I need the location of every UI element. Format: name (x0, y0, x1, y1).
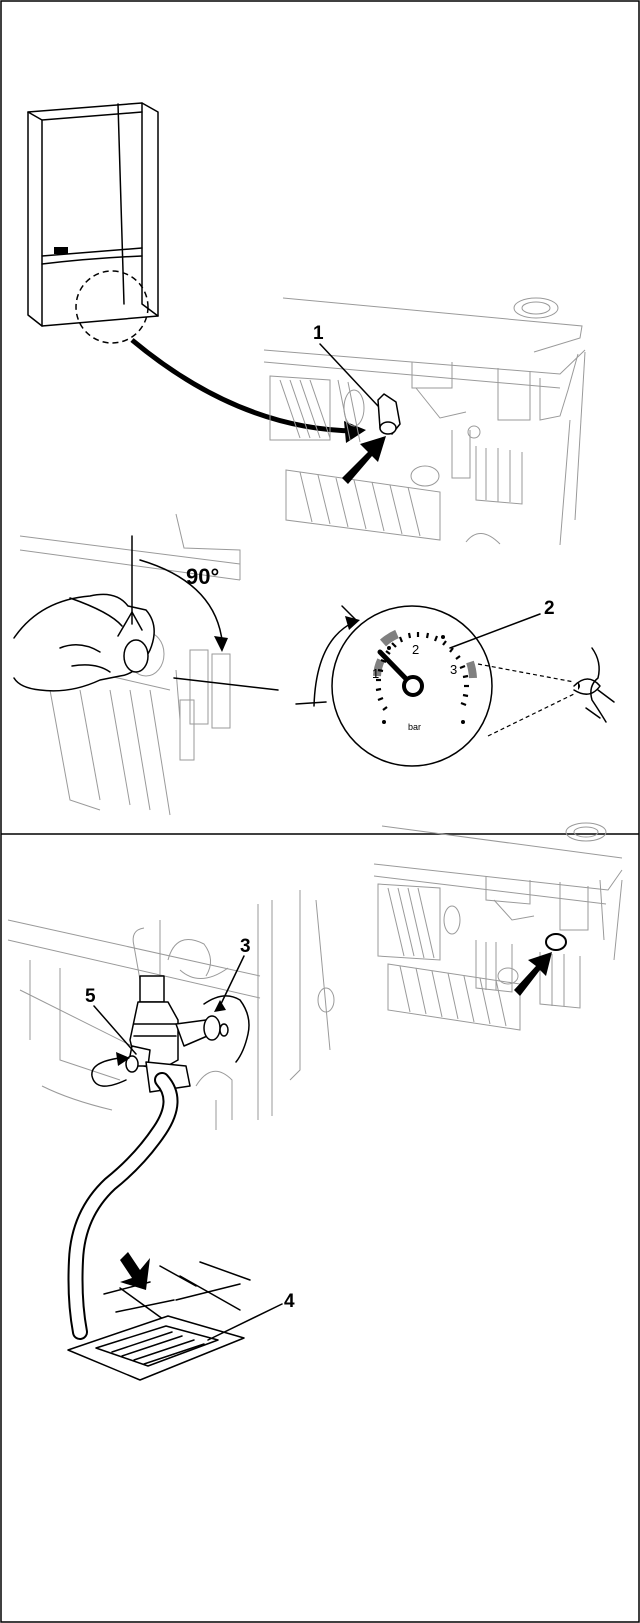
callout-5-leader (93, 1005, 137, 1055)
angle-label: 90° (186, 564, 219, 589)
gauge-ticks (375, 632, 469, 711)
gauge-limit-mark-lower (295, 701, 327, 705)
display-panel (54, 247, 68, 254)
drain-arrow-icon (120, 1252, 150, 1290)
rotate-arrow-left-head (116, 1052, 130, 1066)
sight-line-upper (477, 663, 575, 683)
callout-3: 3 (240, 936, 251, 957)
gauge-zone-lower (373, 658, 385, 677)
boiler-bottom-interior (7, 890, 335, 1130)
eye-icon (573, 647, 615, 723)
callout-4-leader (207, 1303, 283, 1341)
boiler-underside-detail (263, 297, 586, 546)
fill-arrow-icon (514, 952, 552, 996)
callout-2-leader (449, 613, 541, 649)
magnify-circle-icon (75, 270, 149, 344)
gauge-hub (402, 675, 424, 697)
rotate-arrow-left (91, 1057, 127, 1087)
callout-1-leader (319, 343, 379, 407)
gauge-unit: bar (408, 722, 421, 732)
pressure-gauge: 1 2 3 bar (331, 605, 493, 767)
rotation-arrow-head (214, 636, 228, 652)
gauge-rotation-arrow (313, 621, 355, 707)
floor-drain (67, 1261, 251, 1381)
hose-inner (69, 1074, 177, 1338)
gauge-scale-2: 2 (412, 642, 419, 657)
gauge-scale-1: 1 (372, 666, 379, 681)
angle-end-line (173, 677, 279, 691)
fill-point-icon (545, 933, 567, 951)
callout-5: 5 (85, 986, 96, 1007)
press-arrow-icon (342, 436, 386, 484)
boiler-underside-detail-2 (373, 822, 623, 1031)
hand-turning-knob (13, 513, 241, 816)
boiler-unit-icon (27, 102, 159, 327)
rotate-arrow-right (203, 995, 250, 1063)
gauge-zone-upper (379, 629, 399, 647)
pressure-valve-knob (377, 393, 401, 435)
gauge-scale-3: 3 (450, 662, 457, 677)
callout-2: 2 (544, 598, 555, 619)
drain-valve (125, 975, 229, 1093)
callout-1: 1 (313, 323, 324, 344)
sight-line-lower (487, 693, 575, 737)
callout-3-leader (219, 955, 245, 1007)
callout-4: 4 (284, 1291, 295, 1312)
gauge-zone-max (466, 660, 477, 679)
rotation-arrow (139, 559, 223, 641)
gauge-limit-mark (341, 605, 357, 621)
